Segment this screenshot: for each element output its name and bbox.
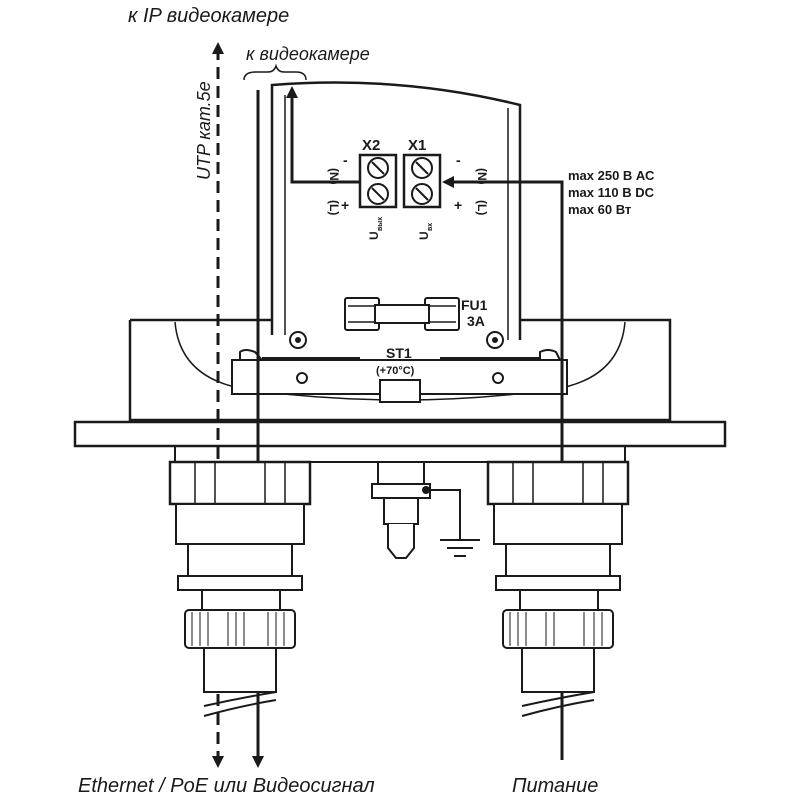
label-u-out: U вых bbox=[367, 217, 384, 240]
label-bottom-power: Питание bbox=[512, 775, 598, 797]
label-plus-left: + bbox=[341, 197, 349, 213]
svg-text:U: U bbox=[417, 231, 431, 240]
label-plus-right: + bbox=[454, 197, 462, 213]
label-minus-left: - bbox=[343, 152, 348, 168]
label-spec-3: max 60 Вт bbox=[568, 202, 631, 217]
terminal-x1 bbox=[402, 153, 442, 209]
bracket bbox=[231, 349, 568, 403]
label-fuse-rating: 3A bbox=[467, 313, 485, 329]
gland-left bbox=[168, 460, 312, 717]
label-l-right: (L) bbox=[475, 200, 489, 215]
ground-icon bbox=[440, 539, 480, 557]
label-thermo-temp: (+70°C) bbox=[376, 365, 415, 377]
svg-text:U: U bbox=[367, 231, 381, 240]
label-utp: UTP кат.5e bbox=[194, 81, 214, 180]
label-minus-right: - bbox=[456, 152, 461, 168]
svg-text:вх: вх bbox=[427, 223, 434, 231]
label-n-right: (N) bbox=[475, 168, 489, 185]
svg-text:вых: вых bbox=[377, 217, 384, 231]
terminal-x2 bbox=[358, 153, 398, 209]
ground-stud bbox=[371, 461, 480, 559]
label-n-left: (N) bbox=[327, 168, 341, 185]
label-x2: X2 bbox=[362, 137, 380, 154]
camera-brace bbox=[243, 63, 307, 81]
terminal-board bbox=[270, 81, 522, 349]
label-top-ip-camera: к IP видеокамере bbox=[128, 5, 289, 27]
label-u-in: U вх bbox=[417, 223, 434, 240]
label-to-camera: к видеокамере bbox=[246, 44, 370, 64]
mounting-plate bbox=[73, 420, 727, 448]
gland-right bbox=[486, 460, 630, 717]
label-x1: X1 bbox=[408, 137, 426, 154]
output-wire bbox=[286, 86, 360, 184]
thermostat-body bbox=[379, 379, 421, 403]
label-l-left: (L) bbox=[327, 200, 341, 215]
label-spec-2: max 110 В DC bbox=[568, 185, 655, 200]
label-thermo-name: ST1 bbox=[386, 345, 412, 361]
fuse-fu1 bbox=[344, 297, 460, 331]
label-fuse-name: FU1 bbox=[461, 297, 488, 313]
label-spec-1: max 250 В АС bbox=[568, 168, 655, 183]
label-bottom-ethernet: Ethernet / PoE или Видеосигнал bbox=[78, 775, 375, 797]
